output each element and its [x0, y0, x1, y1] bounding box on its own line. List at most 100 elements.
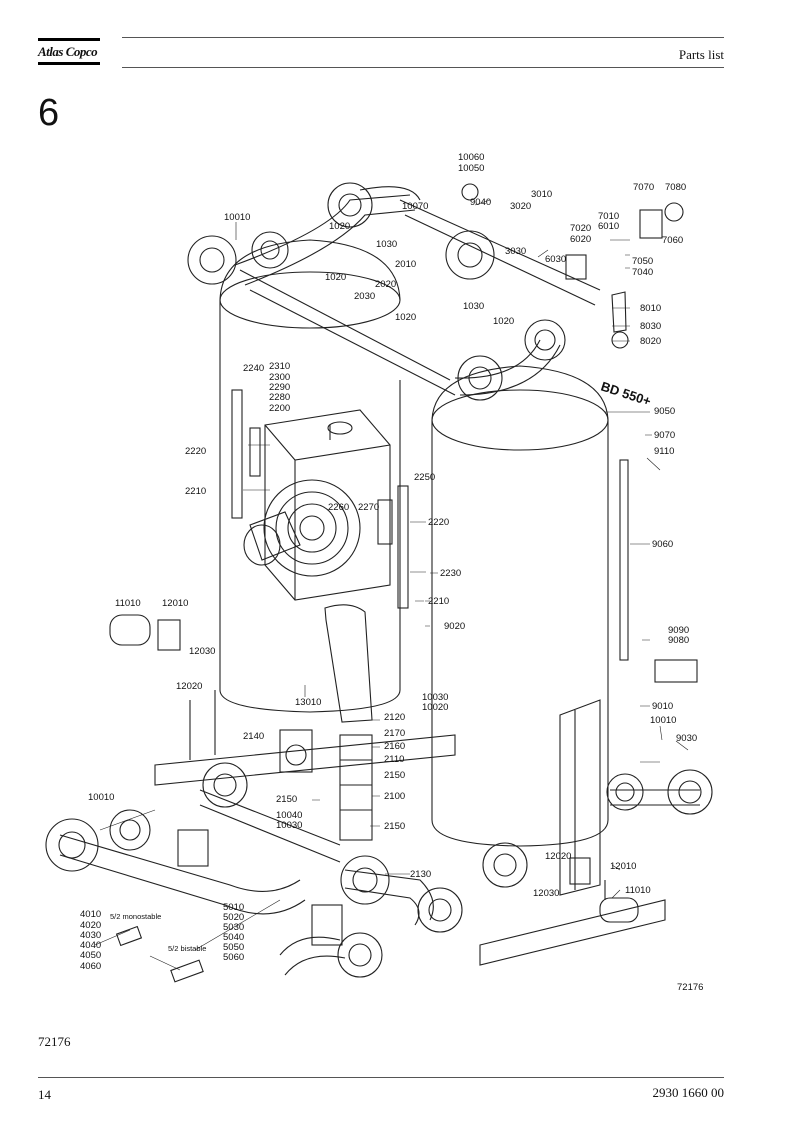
callout: 2200	[269, 403, 290, 414]
callout: 4030	[80, 930, 101, 941]
callout: 2270	[358, 502, 379, 513]
callout: 2030	[354, 291, 375, 302]
callout: 6010	[598, 221, 619, 232]
callout: 2140	[243, 731, 264, 742]
figure-reference: 72176	[38, 1034, 71, 1049]
callout: 7070	[633, 182, 654, 193]
callout: 4020	[80, 920, 101, 931]
figure-ref-inner: 72176	[677, 982, 703, 993]
callout: 4010	[80, 909, 101, 920]
callout: 12030	[189, 646, 215, 657]
callout: 11010	[115, 598, 141, 609]
model-badge: BD 550+	[599, 379, 653, 409]
callout: 1020	[325, 272, 346, 283]
callout: 9070	[654, 430, 675, 441]
callout: 8010	[640, 303, 661, 314]
callout: 7050	[632, 256, 653, 267]
callout: 6030	[545, 254, 566, 265]
callout: 8030	[640, 321, 661, 332]
header-bottom-rule	[122, 67, 724, 68]
callout: 2160	[384, 741, 405, 752]
callout: 3020	[510, 201, 531, 212]
callout: 7010	[598, 211, 619, 222]
callout: 2100	[384, 791, 405, 802]
callout: 2240	[243, 363, 264, 374]
callout: 5060	[223, 952, 244, 963]
callout: 12010	[610, 861, 636, 872]
callout: 7080	[665, 182, 686, 193]
callout: 2150	[384, 821, 405, 832]
callout: 9020	[444, 621, 465, 632]
drawing-svg: BD 550+ 10060 10050 10070 9040 3010 3020…	[45, 152, 713, 993]
callout: 9050	[654, 406, 675, 417]
callout: 2110	[384, 754, 404, 765]
callout: 11010	[625, 885, 651, 896]
logo-bottom-bar	[38, 62, 100, 65]
callout: 1030	[463, 301, 484, 312]
header-title: Parts list	[678, 47, 724, 62]
callout: 10010	[224, 212, 250, 223]
callout: 4060	[80, 961, 101, 972]
callout: 8020	[640, 336, 661, 347]
section-number: 6	[38, 92, 60, 134]
callout: 10070	[402, 201, 428, 212]
callout: 3030	[505, 246, 526, 257]
callout: 1020	[329, 221, 350, 232]
callout: 9040	[470, 197, 491, 208]
callout: 2220	[185, 446, 206, 457]
callout: 10050	[458, 163, 484, 174]
callout: 5010	[223, 902, 244, 913]
callout: 5020	[223, 912, 244, 923]
callout: 3010	[531, 189, 552, 200]
callout: 9060	[652, 539, 673, 550]
callout: 2230	[440, 568, 461, 579]
callout: 9080	[668, 635, 689, 646]
callout: 2310	[269, 361, 290, 372]
callout: 13010	[295, 697, 321, 708]
callout: 9090	[668, 625, 689, 636]
callout: 10010	[88, 792, 114, 803]
atlas-copco-logo: Atlas Copco	[38, 38, 100, 66]
callout: 10010	[650, 715, 676, 726]
exploded-parts-drawing: BD 550+ 10060 10050 10070 9040 3010 3020…	[34, 140, 754, 1010]
logo-text: Atlas Copco	[38, 44, 98, 59]
callout: 9110	[654, 446, 674, 457]
callout: 2150	[276, 794, 297, 805]
callout: 2300	[269, 372, 290, 383]
callout: 5040	[223, 932, 244, 943]
callout: 1020	[493, 316, 514, 327]
callout: 6020	[570, 234, 591, 245]
header-top-rule	[122, 37, 724, 38]
callout: 10030	[276, 820, 302, 831]
callout: 2150	[384, 770, 405, 781]
callout: 2120	[384, 712, 405, 723]
callout: 4050	[80, 950, 101, 961]
callout: 1020	[395, 312, 416, 323]
callout: 4040	[80, 940, 101, 951]
callout: 9030	[676, 733, 697, 744]
callout: 2280	[269, 392, 290, 403]
callout: 2250	[414, 472, 435, 483]
callout: 7040	[632, 267, 653, 278]
callout: 2220	[428, 517, 449, 528]
callout: 2130	[410, 869, 431, 880]
logo-top-bar	[38, 38, 100, 41]
callout: 12010	[162, 598, 188, 609]
page-number: 14	[38, 1087, 51, 1102]
callout: 12020	[545, 851, 571, 862]
callout-note: 5/2 monostable	[110, 912, 161, 921]
callout: 12030	[533, 888, 559, 899]
callout: 12020	[176, 681, 202, 692]
callout-labels: 10060 10050 10070 9040 3010 3020 7070 70…	[80, 152, 703, 993]
footer-rule	[38, 1077, 724, 1078]
callout: 2020	[375, 279, 396, 290]
callout: 9010	[652, 701, 673, 712]
callout: 10060	[458, 152, 484, 163]
callout: 1030	[376, 239, 397, 250]
callout: 5050	[223, 942, 244, 953]
callout: 7020	[570, 223, 591, 234]
callout: 2290	[269, 382, 290, 393]
drawing-linework	[45, 182, 713, 983]
callout: 7060	[662, 235, 683, 246]
document-number: 2930 1660 00	[652, 1085, 725, 1100]
